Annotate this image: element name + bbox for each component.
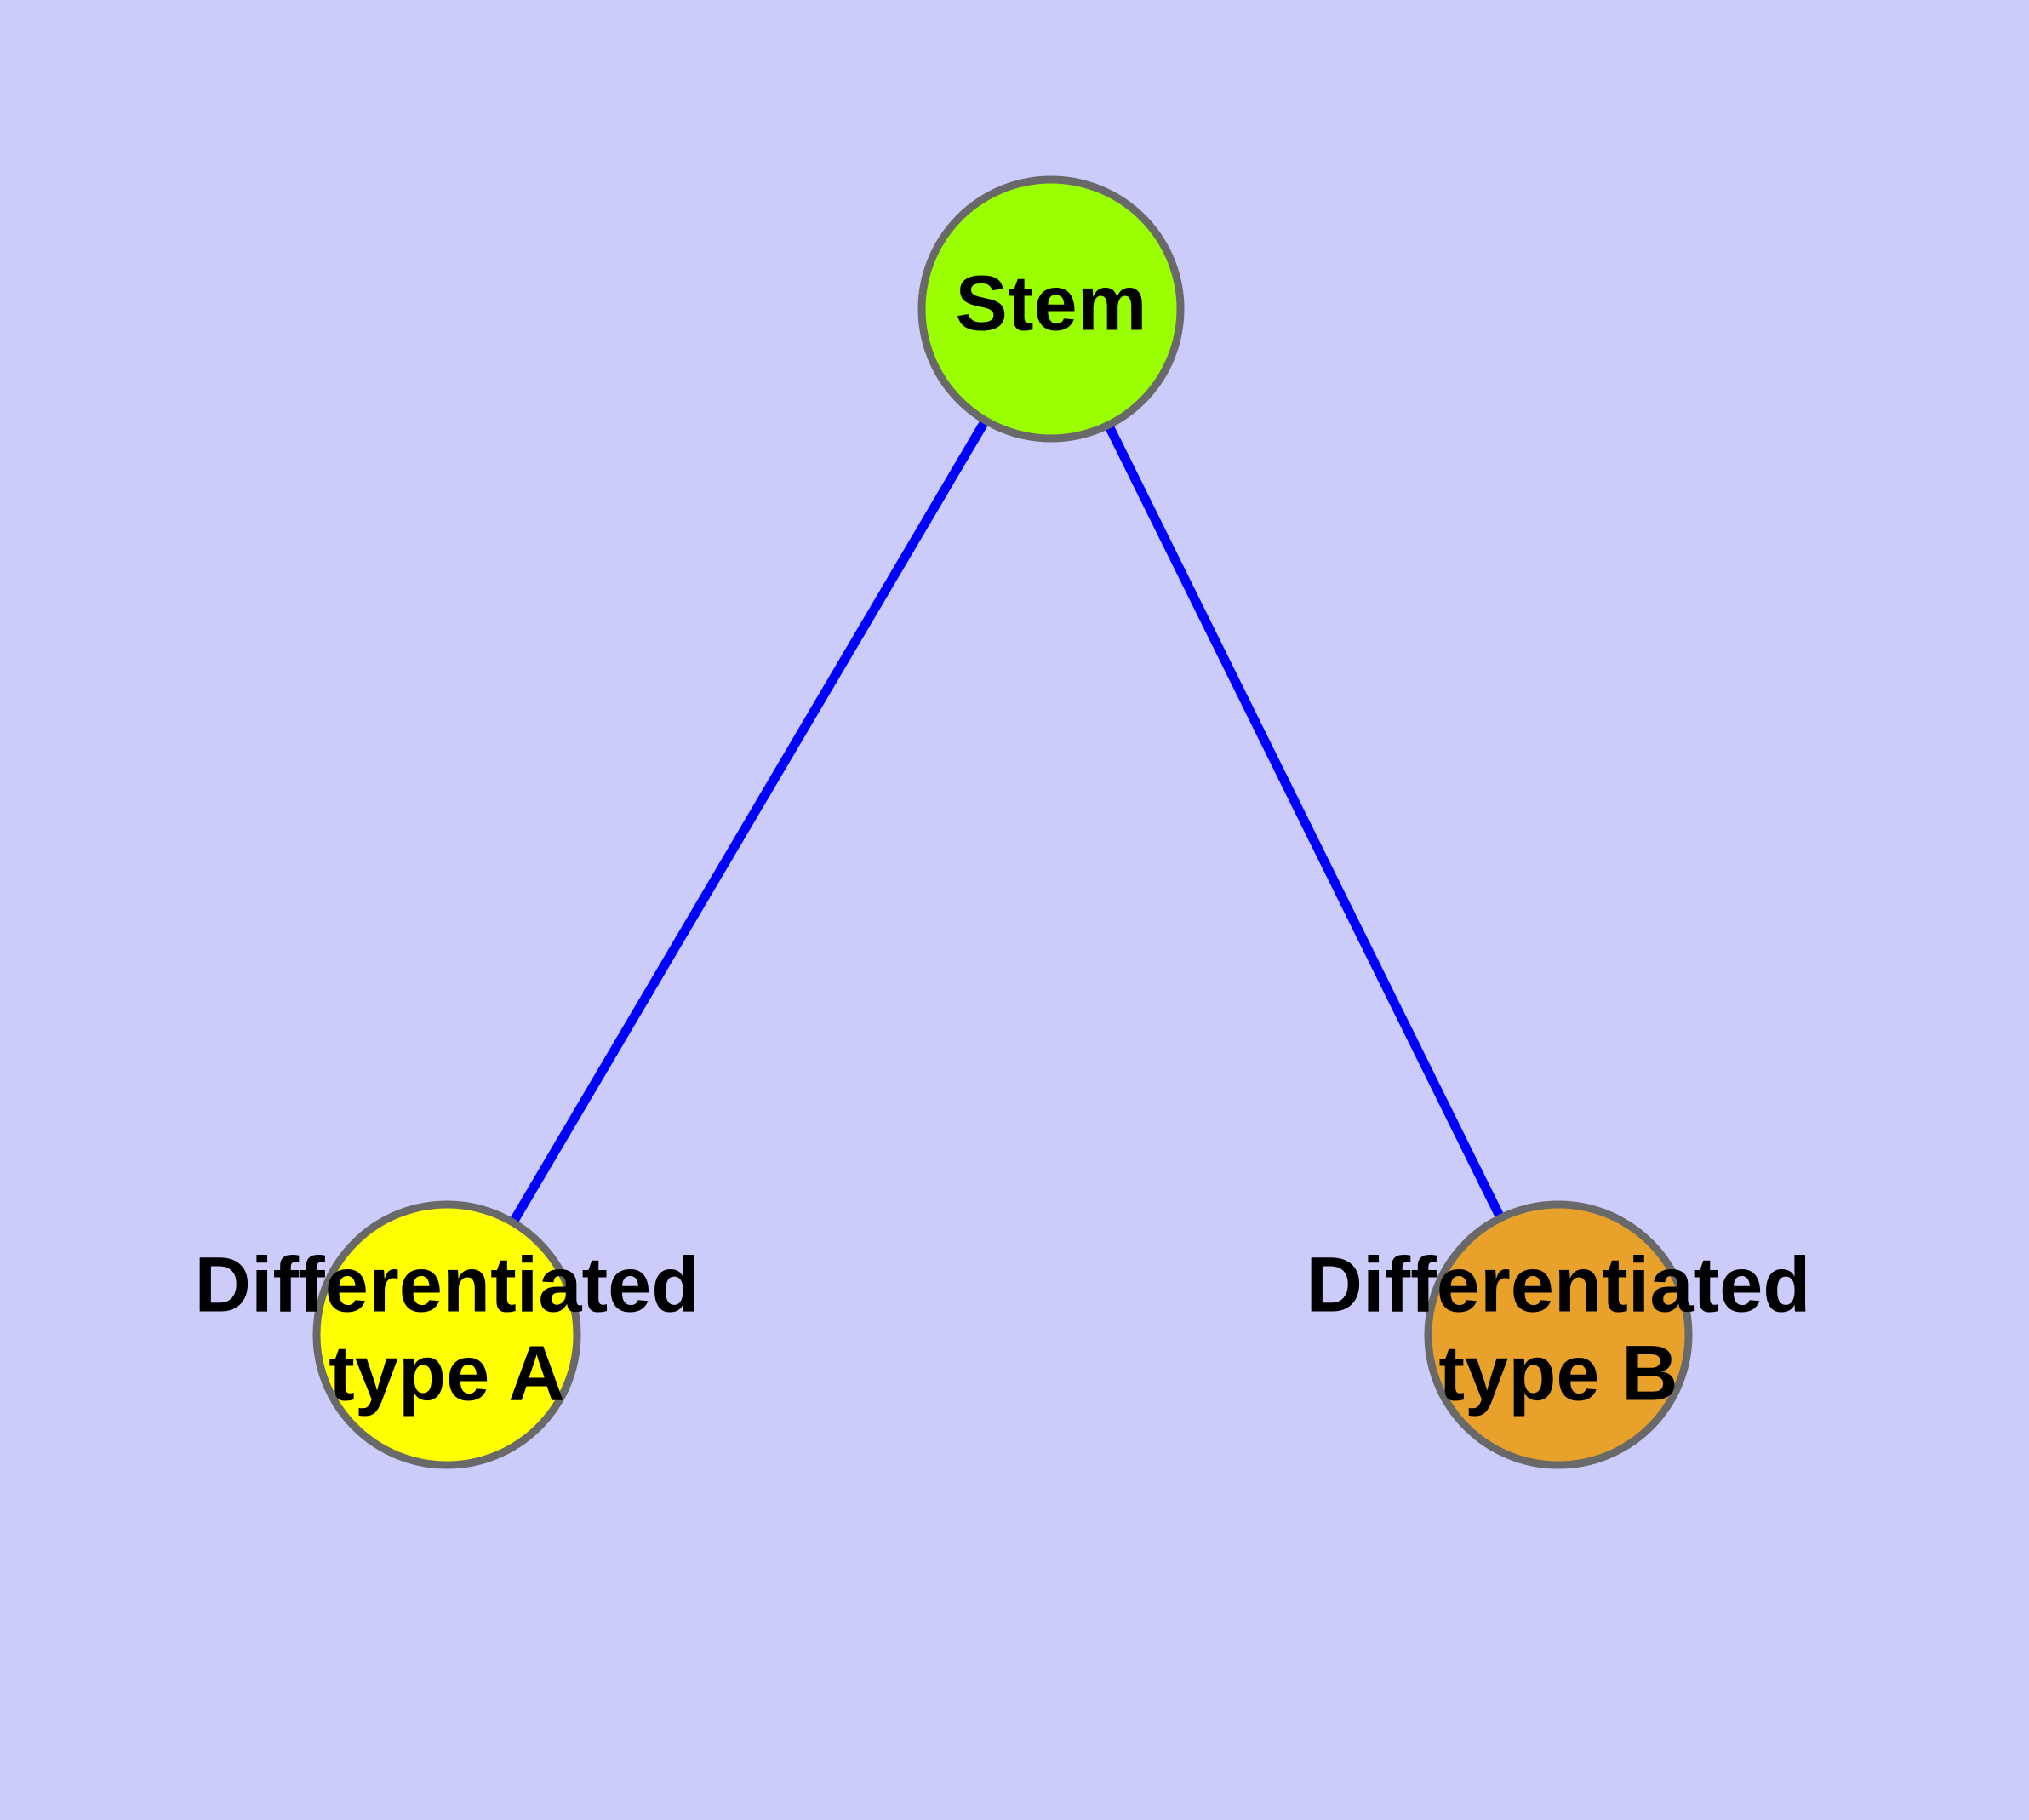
- nodes-layer: [312, 175, 1693, 1469]
- node-stem[interactable]: [917, 175, 1185, 443]
- node-label-diff_a: Differentiated: [195, 1241, 700, 1328]
- edge-stem-to-a: [509, 419, 989, 1224]
- node-diff_a[interactable]: [312, 1200, 581, 1469]
- node-diff_b[interactable]: [1424, 1200, 1693, 1469]
- node-label-diff_b: Differentiated: [1306, 1241, 1811, 1328]
- edges-layer: [509, 419, 1505, 1224]
- node-label-stem: Stem: [956, 260, 1147, 346]
- node-label-diff_b: type B: [1438, 1330, 1677, 1417]
- edge-stem-to-b: [1105, 424, 1505, 1219]
- node-label-diff_a: type A: [329, 1330, 565, 1417]
